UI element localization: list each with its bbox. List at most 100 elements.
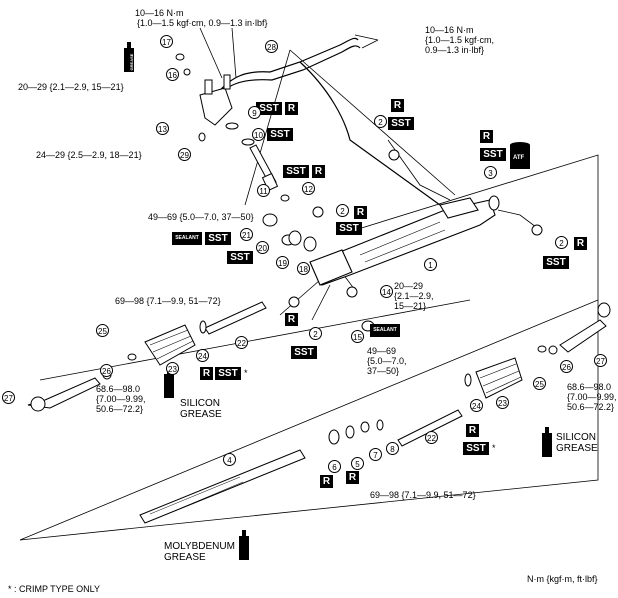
- torque-26-right: 68.6—98.0 {7.00—9.99, 50.6—72.2}: [567, 382, 617, 412]
- clamp-24b: [464, 373, 472, 387]
- ball-27b: [597, 302, 611, 318]
- sst-badge: SST: [388, 117, 414, 130]
- r-badge: R: [312, 165, 325, 178]
- seal-10: [241, 138, 255, 146]
- callout-2: 2: [555, 236, 568, 249]
- svg-text:GREASE: GREASE: [129, 53, 134, 70]
- callout-10: 10: [252, 128, 265, 141]
- torque-13: 20—29 {2.1—2.9, 15—21}: [18, 82, 124, 92]
- boot-ribs-a: [149, 329, 194, 360]
- tie-rod-22b: [397, 409, 463, 447]
- callout-17: 17: [160, 35, 173, 48]
- grease-can-right: [542, 427, 552, 457]
- torque-pipe-top-1: 10—16 N·m: [135, 8, 184, 18]
- torque-22a: 69—98 {7.1—9.9, 51—72}: [115, 296, 221, 306]
- torque-21: 49—69 {5.0—7.0, 37—50}: [148, 212, 254, 222]
- fitting-2b: [312, 206, 324, 218]
- sst-badge: SST: [543, 256, 569, 269]
- callout-26: 26: [100, 364, 113, 377]
- r-badge: R: [346, 471, 359, 484]
- callout-20: 20: [256, 241, 269, 254]
- callout-14: 14: [380, 285, 393, 298]
- callout-11: 11: [257, 184, 270, 197]
- rack-teeth: [149, 476, 244, 520]
- torque-22b: 69—98 {7.1—9.9, 51—72}: [370, 490, 476, 500]
- gear-housing: [309, 197, 496, 286]
- callout-12: 12: [302, 182, 315, 195]
- clamp-25a: [127, 353, 137, 361]
- torque-units-note: N·m {kgf·m, ft·lbf}: [527, 574, 598, 584]
- callout-8: 8: [386, 442, 399, 455]
- molybdenum-grease: MOLYBDENUM GREASE: [164, 541, 235, 563]
- frame-line: [19, 154, 599, 541]
- callout-2: 2: [374, 115, 387, 128]
- clamp-24a: [199, 320, 207, 334]
- callout-13: 13: [156, 122, 169, 135]
- r-badge: R: [480, 130, 493, 143]
- boot-23b: [475, 357, 523, 399]
- sst-badge: SST: [336, 222, 362, 235]
- clip-17: [175, 53, 185, 61]
- bush-3: [488, 195, 500, 211]
- fitting-2a: [388, 149, 400, 161]
- atf-label: ATF: [513, 155, 525, 161]
- r-badge: R: [354, 206, 367, 219]
- bearing-12: [280, 194, 290, 202]
- callout-23: 23: [496, 396, 509, 409]
- pipe-line: [214, 37, 359, 96]
- r-badge: R: [574, 237, 587, 250]
- bolt-29: [198, 132, 206, 142]
- callout-27: 27: [594, 354, 607, 367]
- silicon-grease-right: SILICON GREASE: [556, 432, 598, 454]
- atf-can: [510, 142, 530, 169]
- callout-22: 22: [425, 431, 438, 444]
- valve-housing: [199, 74, 233, 126]
- crimp-star-left: *: [244, 368, 248, 378]
- leader-line: [497, 209, 541, 231]
- nut-14: [346, 286, 358, 298]
- ring-5: [345, 425, 355, 439]
- torque-pipe-right: 10—16 N·m {1.0—1.5 kgf·cm, 0.9—1.3 in·lb…: [425, 25, 495, 55]
- leader-line: [244, 49, 456, 206]
- ball-27a: [30, 396, 46, 412]
- seal-9: [225, 122, 239, 130]
- sealant-badge: SEALANT: [172, 232, 202, 245]
- nut-16: [183, 68, 191, 76]
- callout-15: 15: [351, 330, 364, 343]
- tie-rod-22a: [204, 301, 267, 335]
- callout-18: 18: [297, 262, 310, 275]
- yoke-18: [303, 236, 317, 252]
- sst-badge: SST: [480, 148, 506, 161]
- callout-2: 2: [309, 327, 322, 340]
- sst-badge: SST: [227, 251, 253, 264]
- nut-26b: [548, 345, 558, 355]
- torque-14: 20—29 {2.1—2.9, 15—21}: [394, 281, 434, 311]
- pipe-line: [299, 61, 441, 206]
- plug-21: [262, 213, 278, 227]
- callout-9: 9: [248, 106, 261, 119]
- silicon-grease-left: SILICON GREASE: [180, 398, 222, 420]
- sst-badge: SST: [215, 367, 241, 380]
- sst-badge: SST: [267, 128, 293, 141]
- callout-25: 25: [96, 324, 109, 337]
- callout-3: 3: [484, 166, 497, 179]
- sealant-badge: SEALANT: [370, 324, 400, 337]
- rack-4: [139, 449, 306, 524]
- callout-28: 28: [265, 40, 278, 53]
- bush-6: [328, 429, 340, 445]
- r-badge: R: [285, 313, 298, 326]
- torque-26-left: 68.6—98.0 {7.00—9.99, 50.6—72.2}: [96, 384, 146, 414]
- r-badge: R: [320, 475, 333, 488]
- sst-badge: SST: [291, 346, 317, 359]
- callout-25: 25: [533, 377, 546, 390]
- ring-7: [360, 421, 370, 433]
- callout-22: 22: [235, 336, 248, 349]
- torque-29: 24—29 {2.5—2.9, 18—21}: [36, 150, 142, 160]
- grease-can-top: GREASE: [124, 42, 134, 72]
- tie-rod-end-27b: [559, 319, 607, 353]
- callout-27: 27: [2, 391, 15, 404]
- sst-badge: SST: [283, 165, 309, 178]
- ring-8: [376, 419, 384, 431]
- callout-5: 5: [351, 457, 364, 470]
